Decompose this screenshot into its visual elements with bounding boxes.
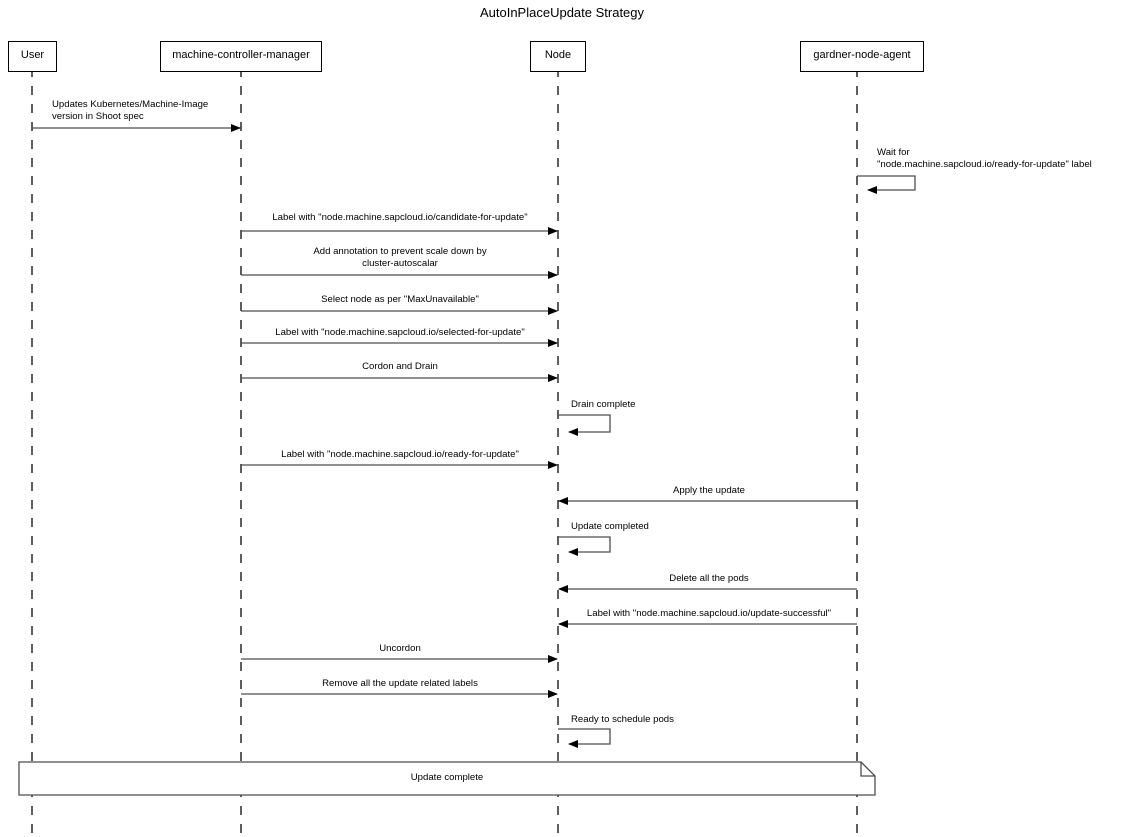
message-label-line: Wait for [877, 147, 910, 158]
message-label-line: Delete all the pods [669, 573, 749, 584]
self-message-m11 [558, 536, 611, 556]
message-label-line: Drain complete [571, 399, 636, 410]
message-label-m6: Label with "node.machine.sapcloud.io/sel… [275, 327, 524, 339]
page-title: AutoInPlaceUpdate Strategy [479, 5, 645, 20]
self-message-m8 [558, 414, 611, 436]
message-label-line: Label with "node.machine.sapcloud.io/can… [272, 212, 528, 223]
message-label-line: Cordon and Drain [362, 361, 438, 372]
message-label-m15: Remove all the update related labels [322, 678, 478, 690]
message-label-line: Update completed [571, 521, 649, 532]
message-label-line: Label with "node.machine.sapcloud.io/upd… [586, 608, 832, 619]
participant-user[interactable]: User [8, 41, 57, 72]
message-label-line: Remove all the update related labels [322, 678, 478, 689]
message-label-m11: Update completed [571, 521, 649, 533]
self-message-m16 [558, 728, 611, 748]
message-label-m14: Uncordon [379, 643, 421, 655]
message-label-line: Label with "node.machine.sapcloud.io/rea… [281, 449, 519, 460]
message-label-line: Add annotation to prevent scale down by [313, 246, 487, 257]
message-label-m12: Delete all the pods [669, 573, 748, 585]
message-label-m10: Apply the update [673, 485, 745, 497]
message-label-m5: Select node as per "MaxUnavailable" [321, 294, 479, 306]
message-label-m8: Drain complete [571, 399, 636, 411]
note-shape-group [18, 761, 876, 796]
lifelines-group [31, 68, 858, 837]
message-label-line: Uncordon [379, 643, 421, 654]
message-label-line: version in Shoot spec [52, 111, 144, 122]
participant-gna[interactable]: gardner-node-agent [800, 41, 924, 72]
participant-node[interactable]: Node [530, 41, 586, 72]
note-fold-corner [860, 762, 875, 777]
message-label-m7: Cordon and Drain [362, 361, 438, 373]
message-label-m2: Wait for"node.machine.sapcloud.io/ready-… [877, 147, 1092, 171]
note-label: Update complete [410, 772, 484, 783]
message-label-line: Apply the update [672, 485, 746, 496]
participant-mcm[interactable]: machine-controller-manager [160, 41, 322, 72]
message-label-line: Updates Kubernetes/Machine-Image [52, 99, 209, 110]
message-label-m13: Label with "node.machine.sapcloud.io/upd… [587, 608, 831, 620]
message-label-m9: Label with "node.machine.sapcloud.io/rea… [281, 449, 519, 461]
message-label-line: Ready to schedule pods [571, 714, 674, 725]
message-label-m3: Label with "node.machine.sapcloud.io/can… [272, 212, 527, 224]
message-label-line: "node.machine.sapcloud.io/ready-for-upda… [877, 159, 1092, 170]
note-box [18, 761, 876, 796]
message-label-line: Label with "node.machine.sapcloud.io/sel… [275, 327, 525, 338]
message-label-m16: Ready to schedule pods [571, 714, 674, 726]
message-label-line: Select node as per "MaxUnavailable" [321, 294, 479, 305]
message-label-line: cluster-autoscalar [362, 258, 438, 269]
messages-group [32, 124, 916, 748]
self-message-m2 [857, 175, 916, 194]
